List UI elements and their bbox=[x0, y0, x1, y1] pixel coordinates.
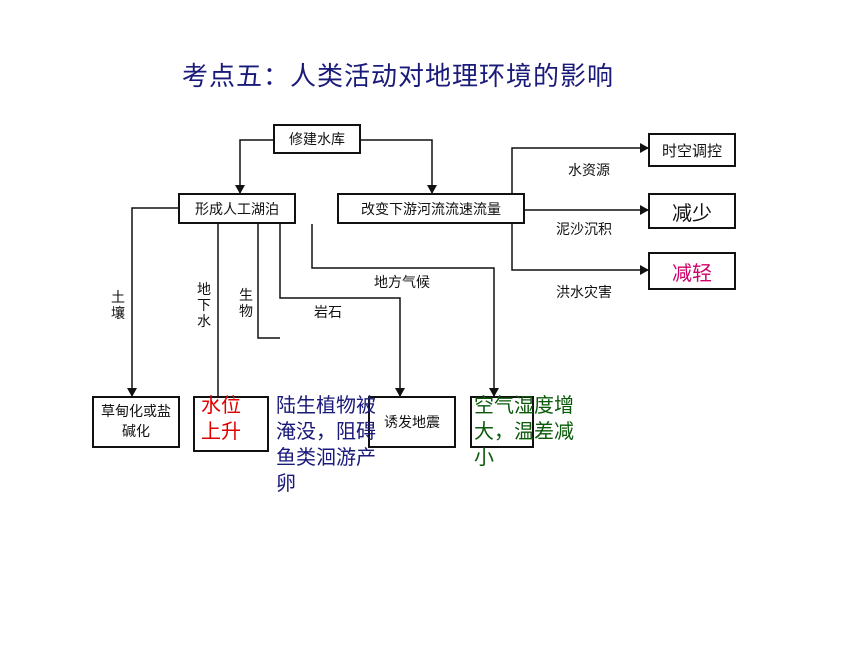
line-lake-bio bbox=[257, 224, 280, 339]
climate-effect-text: 空气湿度增大，温差减小 bbox=[474, 393, 574, 469]
box-reservoir: 修建水库 bbox=[273, 124, 361, 154]
arrow-lake-climate bbox=[311, 224, 499, 397]
bio-effect-text: 陆生植物被淹没，阻碍鱼类洄游产卵 bbox=[276, 393, 376, 495]
box-groundwater-result bbox=[193, 396, 269, 452]
box-spacetime-control: 时空调控 bbox=[648, 133, 736, 167]
page-title: 考点五：人类活动对地理环境的影响 bbox=[182, 62, 615, 92]
label-climate: 地方气候 bbox=[374, 275, 430, 291]
arrow-downstream-lessen bbox=[511, 218, 649, 275]
box-downstream-flow: 改变下游河流流速流量 bbox=[337, 193, 525, 224]
groundwater-effect: 水位上升 bbox=[201, 393, 241, 443]
arrow-lake-quake bbox=[279, 224, 405, 397]
arrow-lake-soil bbox=[127, 207, 180, 397]
label-rock: 岩石 bbox=[314, 305, 342, 321]
label-soil: 土壤 bbox=[111, 290, 125, 322]
label-sediment: 泥沙沉积 bbox=[556, 222, 612, 238]
box-soil-result: 草甸化或盐碱化 bbox=[92, 396, 180, 448]
arrow-reservoir-downstream bbox=[360, 139, 437, 194]
box-lessen: 减轻 bbox=[648, 252, 736, 290]
arrow-downstream-spacetime bbox=[511, 143, 649, 206]
label-groundwater: 地下水 bbox=[197, 282, 211, 330]
box-reduce: 减少 bbox=[648, 193, 736, 229]
box-earthquake: 诱发地震 bbox=[368, 396, 456, 448]
box-artificial-lake: 形成人工湖泊 bbox=[178, 193, 296, 224]
box-climate-result bbox=[470, 396, 534, 448]
label-water-resource: 水资源 bbox=[568, 163, 610, 179]
label-flood: 洪水灾害 bbox=[556, 285, 612, 301]
label-bio: 生物 bbox=[239, 288, 253, 320]
arrow-reservoir-lake bbox=[235, 139, 275, 194]
